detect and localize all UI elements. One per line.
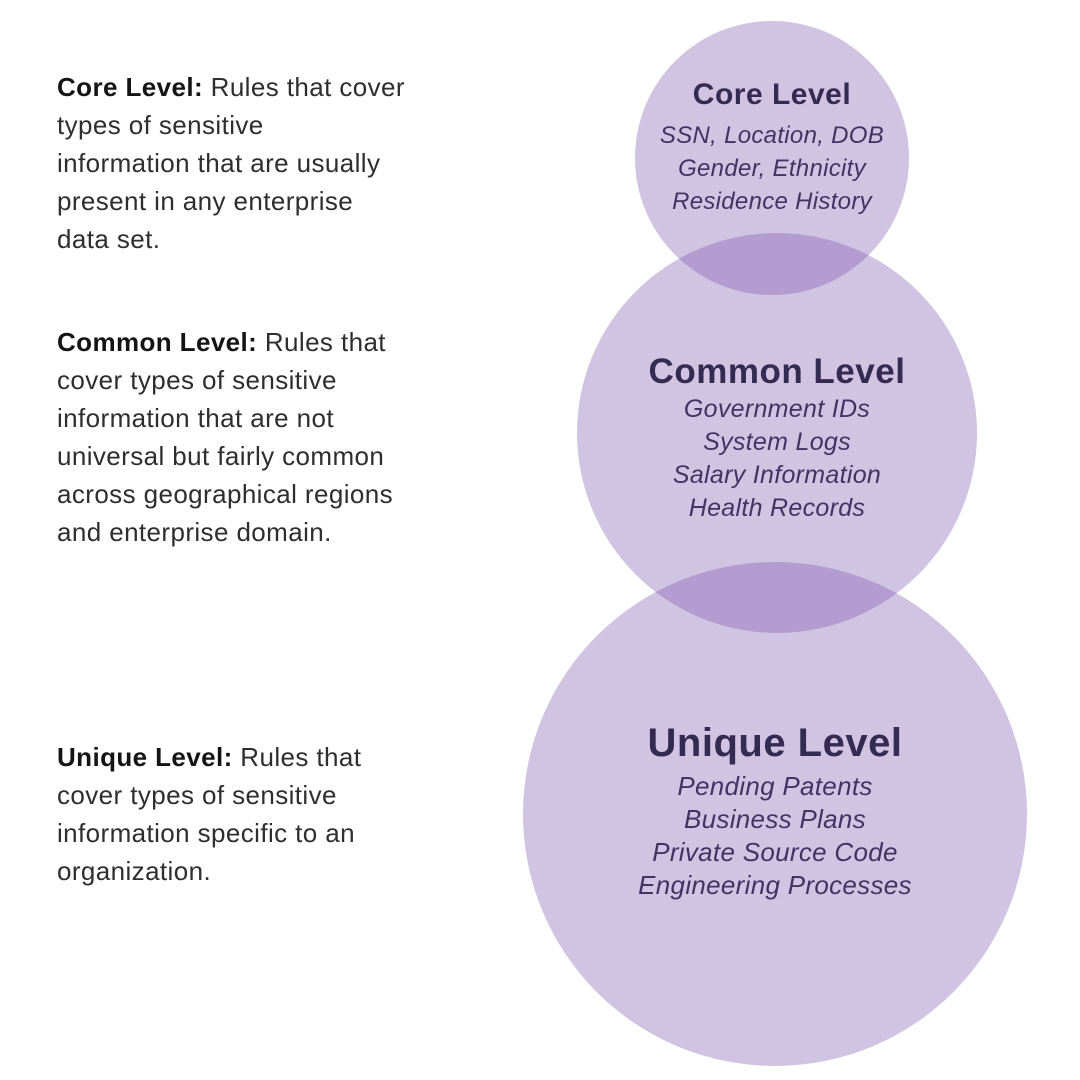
unique-level-description: Unique Level: Rules that cover types of … xyxy=(57,738,517,890)
core-level-circle-title: Core Level xyxy=(692,78,852,111)
common-level-circle: Common Level Government IDs System Logs … xyxy=(577,233,977,633)
unique-level-description-text: Rules that cover types of sensitive info… xyxy=(57,742,362,886)
unique-level-circle: Unique Level Pending Patents Business Pl… xyxy=(523,562,1027,1066)
core-level-description: Core Level: Rules that cover types of se… xyxy=(57,68,517,258)
unique-level-circle-items: Pending Patents Business Plans Private S… xyxy=(638,771,912,900)
core-level-description-text: Rules that cover types of sensitive info… xyxy=(57,72,405,254)
common-level-circle-items: Government IDs System Logs Salary Inform… xyxy=(672,395,882,522)
common-level-description: Common Level: Rules that cover types of … xyxy=(57,323,517,551)
unique-level-circle-title: Unique Level xyxy=(647,721,903,765)
common-level-description-text: Rules that cover types of sensitive info… xyxy=(57,327,393,547)
core-level-description-label: Core Level: xyxy=(57,72,204,102)
core-level-circle: Core Level SSN, Location, DOB Gender, Et… xyxy=(635,21,909,295)
common-level-circle-title: Common Level xyxy=(648,352,906,391)
common-level-description-label: Common Level: xyxy=(57,327,258,357)
unique-level-description-label: Unique Level: xyxy=(57,742,233,772)
core-level-circle-items: SSN, Location, DOB Gender, Ethnicity Res… xyxy=(659,122,885,215)
